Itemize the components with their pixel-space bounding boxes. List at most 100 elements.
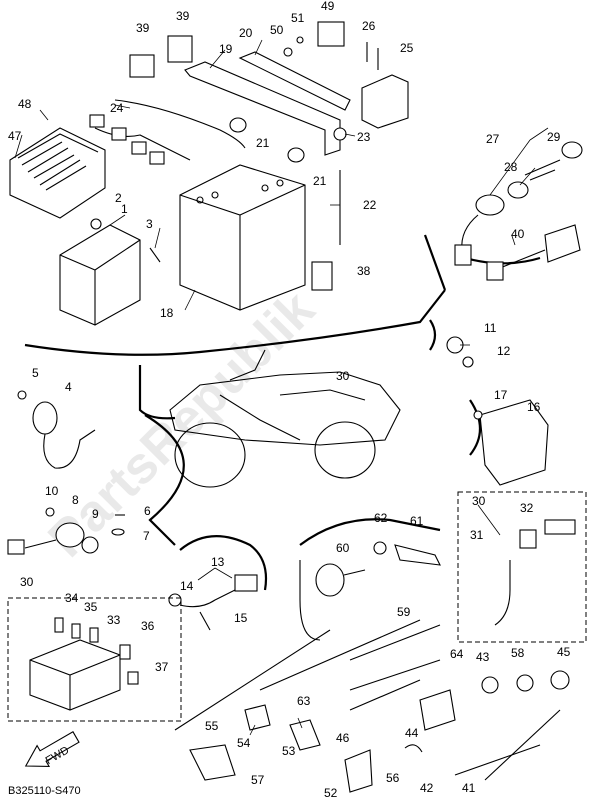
connector-32 [519, 529, 537, 549]
fuse-box-group [7, 597, 182, 722]
callout-30c: 30 [20, 575, 34, 589]
watermark-text: PartsRepublik [37, 280, 325, 568]
callout-35: 35 [84, 600, 98, 614]
callout-13: 13 [211, 555, 225, 569]
screw-50 [283, 47, 293, 57]
callout-58: 58 [511, 646, 525, 660]
callout-21b: 21 [313, 174, 327, 188]
control-module [59, 224, 141, 326]
rectifier-regulator [479, 399, 549, 486]
switch-40 [486, 224, 581, 281]
callout-39a: 39 [136, 21, 150, 35]
callout-17: 17 [494, 388, 508, 402]
washer-7 [111, 528, 125, 536]
cable-tie-59 [349, 624, 441, 661]
callout-38: 38 [357, 264, 371, 278]
callout-20: 20 [239, 26, 253, 40]
cable-tie-55 [174, 629, 331, 731]
clip-56 [404, 744, 423, 753]
sensor-8-wire [24, 539, 57, 549]
starter-relay [361, 74, 409, 129]
battery [179, 164, 306, 311]
bracket-61 [394, 544, 441, 566]
fuse-36 [119, 644, 131, 660]
rubber-21b [287, 147, 305, 163]
clamp-43 [481, 676, 499, 694]
callout-53: 53 [282, 744, 296, 758]
callout-29: 29 [547, 130, 561, 144]
callout-59: 59 [397, 605, 411, 619]
bolt-26 [366, 42, 379, 70]
callout-24: 24 [110, 101, 124, 115]
callout-9: 9 [92, 507, 99, 521]
relay-39b [167, 35, 193, 63]
fwd-arrow: FWD [24, 731, 80, 767]
callout-10: 10 [45, 484, 59, 498]
callout-37: 37 [155, 660, 169, 674]
callout-43: 43 [476, 650, 490, 664]
callout-33: 33 [107, 613, 121, 627]
callout-48: 48 [18, 97, 32, 111]
callout-3: 3 [146, 217, 153, 231]
screw-51 [296, 36, 304, 44]
clamp-52 [344, 749, 373, 793]
callout-63: 63 [297, 694, 311, 708]
callout-5: 5 [32, 366, 39, 380]
sub-harness-group [457, 491, 587, 643]
callout-50: 50 [270, 23, 284, 37]
callout-41: 41 [462, 781, 476, 795]
fuse-37 [127, 671, 139, 685]
callout-8: 8 [72, 493, 79, 507]
callout-52: 52 [324, 786, 338, 800]
callout-42: 42 [420, 781, 434, 795]
relay-39a [129, 54, 155, 78]
callout-6: 6 [144, 504, 151, 518]
cover-32 [544, 519, 576, 535]
callout-30a: 30 [336, 369, 350, 383]
callout-47: 47 [8, 129, 22, 143]
callout-44: 44 [405, 726, 419, 740]
cable-tie-63 [259, 619, 421, 691]
callout-labels: 1 2 3 4 5 6 7 8 9 10 11 12 13 14 15 16 1… [8, 0, 571, 800]
clamp-53 [289, 719, 321, 751]
relay-49 [317, 21, 345, 47]
callout-30b: 30 [472, 494, 486, 508]
callout-26: 26 [362, 19, 376, 33]
fuse-33 [89, 627, 99, 643]
callout-14: 14 [180, 579, 194, 593]
bolt-17 [473, 410, 483, 420]
callout-32: 32 [520, 501, 534, 515]
bolt-2 [90, 218, 102, 230]
callout-40: 40 [511, 227, 525, 241]
callout-54: 54 [237, 736, 251, 750]
cable-tie-41 [484, 709, 561, 781]
fuse-34 [54, 617, 64, 633]
callout-19: 19 [219, 42, 233, 56]
connector-8 [7, 539, 25, 555]
ignition-coil [32, 401, 96, 469]
diagram-code: B325110-S470 [8, 785, 81, 797]
clamp-58 [516, 674, 534, 692]
callout-15: 15 [234, 611, 248, 625]
callout-57: 57 [251, 773, 265, 787]
callout-34: 34 [65, 591, 79, 605]
callout-49: 49 [321, 0, 335, 13]
callout-28: 28 [504, 160, 518, 174]
rubber-21a [229, 117, 247, 133]
sub-harness-31 [494, 560, 511, 626]
fuse-35 [71, 623, 81, 639]
callout-12: 12 [497, 344, 511, 358]
clamp-45 [550, 670, 570, 690]
sensor-8 [55, 522, 85, 548]
battery-bracket [184, 51, 351, 156]
callout-23: 23 [357, 130, 371, 144]
callout-11: 11 [484, 321, 497, 335]
cable-tie-46 [349, 679, 421, 711]
callout-22: 22 [363, 198, 377, 212]
callout-4: 4 [65, 380, 72, 394]
callout-61: 61 [410, 514, 424, 528]
callout-36: 36 [141, 619, 155, 633]
watermark: PartsRepublik [37, 280, 325, 568]
callout-31: 31 [470, 528, 484, 542]
